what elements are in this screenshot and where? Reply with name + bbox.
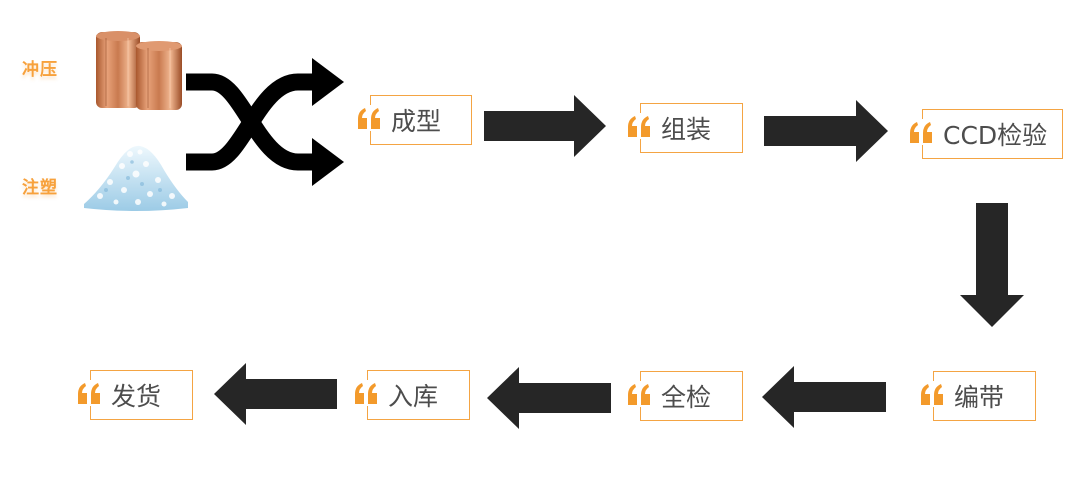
- flow-arrow-right-1: [484, 95, 606, 157]
- step-label-ccd-inspection: CCD检验: [943, 121, 1048, 150]
- shuffle-arrows-icon: [186, 58, 344, 186]
- copper-coils-picture: [96, 31, 182, 110]
- quote-mark-icon: [909, 119, 935, 145]
- step-label-taping: 编带: [954, 383, 1005, 412]
- quote-mark-icon: [627, 113, 653, 139]
- quote-mark-icon: [77, 380, 103, 406]
- step-label-full-inspection: 全检: [661, 383, 712, 412]
- quote-mark-icon: [357, 105, 383, 131]
- quote-mark-icon: [920, 381, 946, 407]
- flow-arrow-left-1: [762, 366, 886, 428]
- step-box-shipping: 发货: [77, 370, 193, 420]
- step-box-assembly: 组装: [627, 103, 743, 153]
- step-box-ccd-inspection: CCD检验: [909, 109, 1063, 159]
- flow-arrow-down: [960, 203, 1024, 327]
- source-label-stamping: 冲压: [22, 60, 58, 80]
- step-box-full-inspection: 全检: [627, 371, 743, 421]
- flow-arrow-right-2: [764, 100, 888, 162]
- quote-mark-icon: [627, 381, 653, 407]
- step-label-shipping: 发货: [111, 382, 162, 411]
- step-label-assembly: 组装: [661, 115, 712, 144]
- step-box-warehousing: 入库: [354, 370, 470, 420]
- step-box-taping: 编带: [920, 371, 1036, 421]
- source-label-injection: 注塑: [22, 178, 58, 198]
- step-box-forming: 成型: [357, 95, 472, 145]
- step-label-warehousing: 入库: [388, 382, 439, 411]
- quote-mark-icon: [354, 380, 380, 406]
- flow-arrow-left-3: [214, 363, 337, 425]
- step-label-forming: 成型: [391, 107, 442, 136]
- plastic-pellets-picture: [84, 145, 188, 211]
- flow-arrow-left-2: [487, 367, 611, 429]
